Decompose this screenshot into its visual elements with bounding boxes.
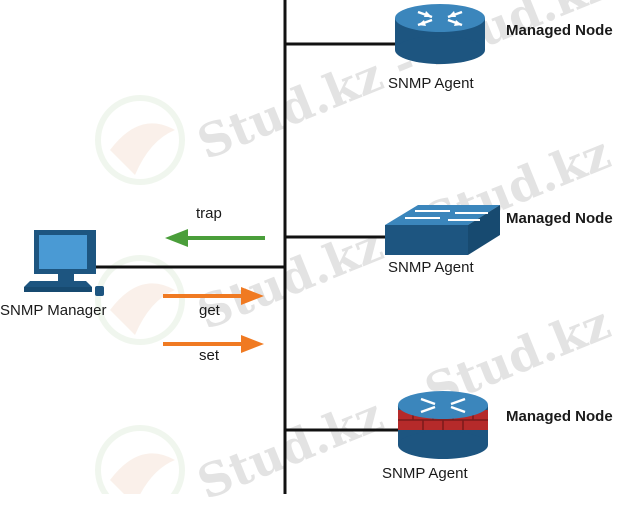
computer-icon [24,230,104,296]
set-label: set [199,347,220,364]
managed-node-label: Managed Node [506,408,613,425]
watermark-logo [95,255,185,345]
set-arrow [163,335,264,353]
get-label: get [199,302,220,319]
watermark-logo [95,95,185,185]
firewall-router-icon [398,391,488,459]
switch-icon [385,205,500,255]
watermark-logo [95,425,185,494]
snmp-diagram [24,0,500,494]
get-arrow [163,287,264,305]
trap-arrow [165,229,265,247]
snmp-manager-label: SNMP Manager [0,302,107,319]
router-icon [395,4,485,64]
managed-node-label: Managed Node [506,210,613,227]
snmp-agent-label: SNMP Agent [382,465,468,482]
managed-node-label: Managed Node [506,22,613,39]
snmp-agent-label: SNMP Agent [388,259,474,276]
snmp-agent-label: SNMP Agent [388,75,474,92]
trap-label: trap [196,205,222,222]
